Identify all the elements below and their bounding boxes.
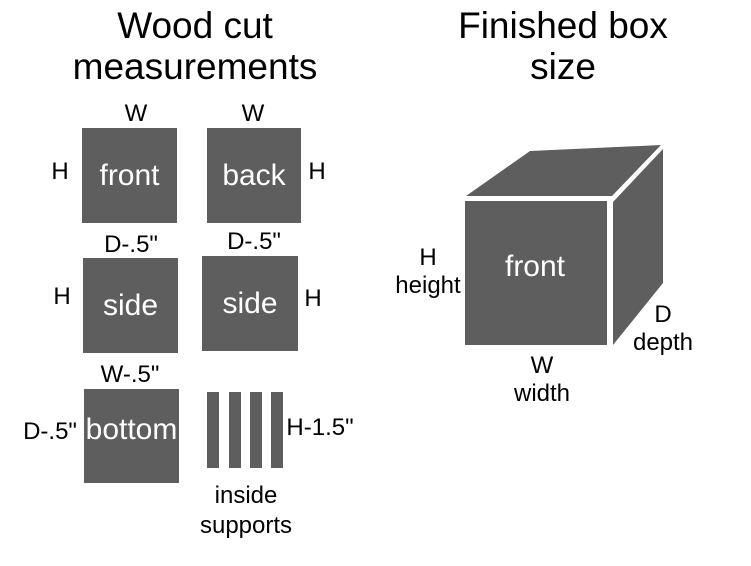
box-depth-word: depth — [632, 329, 694, 356]
box-right-face — [613, 149, 663, 345]
side-right-height-label: H — [304, 285, 322, 312]
side-right-piece-label: side — [222, 286, 278, 320]
back-piece: back — [207, 128, 301, 223]
front-piece: front — [82, 128, 177, 223]
side-left-depth-label: D-.5" — [104, 231, 158, 258]
front-piece-label: front — [99, 158, 160, 192]
box-depth-dimension: D depth — [633, 301, 693, 357]
finished-box-title: Finished box size — [458, 5, 668, 87]
box-top-face — [466, 145, 661, 196]
box-height-word: height — [395, 272, 461, 299]
box-height-dimension: H height — [395, 244, 460, 300]
finished-box-drawing — [465, 145, 663, 345]
box-depth-abbr: D — [654, 301, 672, 328]
support-bar — [229, 392, 241, 468]
side-left-piece: side — [83, 258, 178, 353]
box-front-face — [465, 201, 607, 345]
side-left-height-label: H — [53, 283, 71, 310]
supports-caption-line2: supports — [199, 512, 293, 539]
bottom-depth-label: D-.5" — [23, 418, 77, 445]
supports-caption: inside supports — [200, 481, 292, 541]
box-width-dimension: W width — [514, 352, 570, 408]
bottom-width-label: W-.5" — [100, 361, 160, 388]
back-piece-label: back — [222, 158, 286, 192]
front-height-label: H — [51, 158, 69, 185]
side-right-piece: side — [202, 256, 298, 351]
front-width-label: W — [124, 100, 148, 127]
bottom-piece: bottom — [84, 389, 179, 483]
box-height-abbr: H — [419, 244, 437, 271]
side-left-piece-label: side — [102, 288, 159, 322]
supports-caption-line1: inside — [214, 482, 278, 509]
box-width-abbr: W — [530, 352, 554, 379]
wood-cut-title: Wood cut measurements — [72, 5, 318, 87]
back-height-label: H — [308, 158, 326, 185]
support-bar — [271, 392, 283, 468]
support-bar — [207, 392, 219, 468]
box-front-face-label: front — [504, 250, 566, 283]
side-right-depth-label: D-.5" — [227, 228, 281, 255]
back-width-label: W — [241, 100, 265, 127]
support-bar — [250, 392, 262, 468]
supports-height-label: H-1.5" — [286, 414, 354, 441]
bottom-piece-label: bottom — [85, 413, 178, 446]
box-width-word: width — [513, 380, 571, 407]
